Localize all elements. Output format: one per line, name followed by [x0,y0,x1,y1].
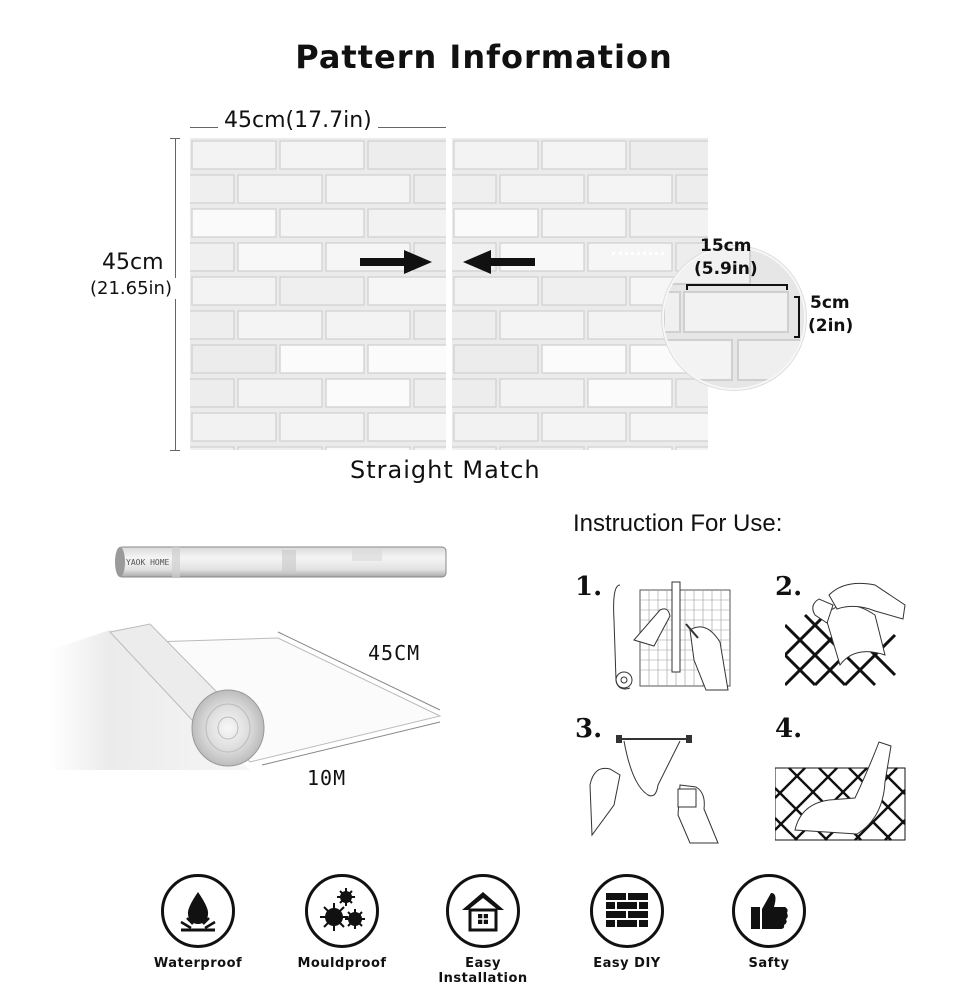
step-3-illustration [589,735,719,844]
brick-height-in: (2in) [808,316,854,336]
brick-length-cm: 15cm [700,236,752,256]
brick-wall-icon [590,874,664,948]
brick-pattern-left [190,140,446,450]
brick-panel-right [452,138,708,450]
brick-height-cm: 5cm [810,293,850,313]
brick-zoom-circle [662,246,806,390]
step-1-number: 1. [575,572,603,602]
feature-label-mouldproof: Mouldproof [297,956,387,971]
roll-width-label: 45CM [368,641,421,665]
roll-brand-text: YAOK HOME [126,558,170,567]
feature-easy-diy: Easy DIY [562,874,692,971]
brick-length-line [686,284,788,290]
page-title: Pattern Information [295,38,673,76]
feature-label-easy-diy: Easy DIY [593,956,661,971]
arrow-left-icon [463,250,535,274]
feature-label-safty: Safty [748,956,790,971]
mould-icon [305,874,379,948]
open-roll [50,620,450,780]
step-4-number: 4. [775,714,803,744]
step-3-number: 3. [575,714,603,744]
feature-label-waterproof: Waterproof [153,956,243,971]
match-caption: Straight Match [350,456,541,484]
step-2-number: 2. [775,572,803,602]
pattern-height-cm: 45cm [98,250,168,275]
brick-pattern-right [452,140,708,450]
step-2-illustration [785,582,906,687]
feature-label-easy-installation: Easy Installation [438,956,528,986]
brick-length-in: (5.9in) [694,259,758,279]
thumbs-up-icon [732,874,806,948]
brick-panel-left [190,138,446,450]
step-1-illustration [613,581,731,691]
brick-height-line [794,296,800,338]
step-4-illustration [775,741,906,841]
pattern-height-in: (21.65in) [86,278,176,299]
house-icon [446,874,520,948]
height-dimension-tick-top [170,138,180,139]
feature-easy-installation: Easy Installation [418,874,548,986]
roll-length-label: 10M [307,766,347,790]
instructions-title: Instruction For Use: [573,510,783,537]
water-drop-icon [161,874,235,948]
feature-safty: Safty [704,874,834,971]
feature-waterproof: Waterproof [133,874,263,971]
height-dimension-tick-bottom [170,450,180,451]
zoom-pointer-dots [612,252,664,275]
pattern-width-label: 45cm(17.7in) [218,108,378,133]
arrow-right-icon [360,250,432,274]
feature-mouldproof: Mouldproof [277,874,407,971]
closed-roll: YAOK HOME [112,544,452,580]
